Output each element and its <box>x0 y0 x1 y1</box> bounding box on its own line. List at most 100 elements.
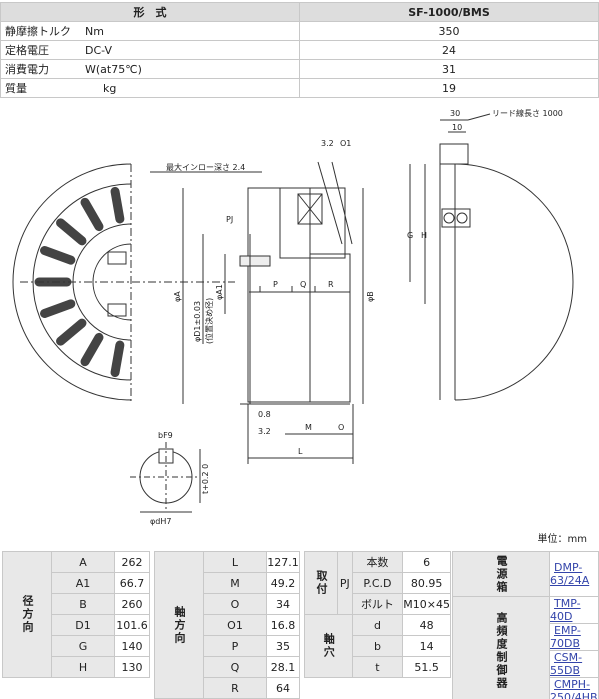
rear-view-arc <box>455 164 573 400</box>
dim-symbol: d <box>352 615 403 636</box>
dim-value: 127.1 <box>267 552 300 573</box>
dim-symbol: O1 <box>204 615 267 636</box>
label-d1: φD1±0.03 <box>193 301 202 342</box>
dim-symbol: 本数 <box>352 552 403 573</box>
spec-unit: DC-V <box>85 44 112 57</box>
label-pj: PJ <box>226 215 233 224</box>
dim-value: 260 <box>115 594 150 615</box>
mount-pj-label: PJ <box>338 552 353 615</box>
dim-symbol: P <box>204 636 267 657</box>
label-G: G <box>407 231 413 240</box>
controller-table: 電源箱 DMP-63/24A 高頻度制御器 TMP-40D EMP-70DB C… <box>452 551 599 699</box>
dim-value: 130 <box>115 657 150 678</box>
spec-name: 静摩擦トルク <box>5 23 85 39</box>
axial-title: 軸方向 <box>155 552 204 699</box>
dim-value: 16.8 <box>267 615 300 636</box>
hf-controller-title: 高頻度制御器 <box>453 597 550 699</box>
spec-unit: kg <box>85 82 116 95</box>
dim-value: 101.6 <box>115 615 150 636</box>
unit-label: 単位：mm <box>538 530 587 545</box>
front-view-slot <box>85 202 99 226</box>
dim-symbol: A1 <box>52 573 115 594</box>
dim-value: 66.7 <box>115 573 150 594</box>
spec-name: 質量 <box>5 80 85 96</box>
link-controller[interactable]: CSM-55DB <box>550 651 582 677</box>
dim-symbol: Q <box>204 657 267 678</box>
radial-title: 径方向 <box>3 552 52 678</box>
front-view-slot <box>115 191 120 219</box>
spec-unit: Nm <box>85 25 104 38</box>
link-controller[interactable]: CMPH-250/4HB <box>550 678 598 699</box>
front-view-slot <box>45 251 71 261</box>
dim-symbol: B <box>52 594 115 615</box>
dim-value: M10×45 <box>403 594 451 615</box>
label-bF9: bF9 <box>158 431 173 440</box>
dim-symbol: A <box>52 552 115 573</box>
dim-symbol: b <box>352 636 403 657</box>
dim-value: 14 <box>403 636 451 657</box>
front-view-slot <box>61 223 82 241</box>
label-dim-32a: 3.2 <box>321 139 334 148</box>
dim-symbol: t <box>352 657 403 678</box>
label-dim-08: 0.8 <box>258 410 271 419</box>
dim-value: 28.1 <box>267 657 300 678</box>
label-M: M <box>305 423 312 432</box>
power-box-title: 電源箱 <box>453 552 550 597</box>
dim-value: 51.5 <box>403 657 451 678</box>
label-O1: O1 <box>340 139 351 148</box>
front-view-slot <box>45 304 71 314</box>
spec-value: 24 <box>300 41 599 60</box>
shaft-hole-title: 軸穴 <box>305 615 353 678</box>
label-P: P <box>273 280 278 289</box>
dim-symbol: O <box>204 594 267 615</box>
dim-symbol: L <box>204 552 267 573</box>
label-t: t+0.2 0 <box>201 464 210 494</box>
label-O: O <box>338 423 344 432</box>
dim-value: 48 <box>403 615 451 636</box>
label-dim-10: 10 <box>452 123 462 132</box>
label-R: R <box>328 280 334 289</box>
dim-value: 34 <box>267 594 300 615</box>
dim-value: 262 <box>115 552 150 573</box>
front-view-slot <box>61 323 82 341</box>
dim-symbol: R <box>204 678 267 699</box>
dim-value: 49.2 <box>267 573 300 594</box>
dim-value: 140 <box>115 636 150 657</box>
label-phiA1: φA1 <box>215 284 224 300</box>
spec-header-row: 形 式 SF-1000/BMS <box>1 3 599 22</box>
dim-value: 64 <box>267 678 300 699</box>
spec-name: 定格電圧 <box>5 42 85 58</box>
dim-symbol: P.C.D <box>352 573 403 594</box>
spec-value: 19 <box>300 79 599 98</box>
dim-value: 35 <box>267 636 300 657</box>
label-L: L <box>298 447 303 456</box>
label-phiB: φB <box>366 291 375 302</box>
spec-header-value: SF-1000/BMS <box>300 3 599 22</box>
link-controller[interactable]: TMP-40D <box>550 597 581 623</box>
label-dim-30: 30 <box>450 109 460 118</box>
spec-unit: W(at75℃) <box>85 63 142 76</box>
dim-symbol: G <box>52 636 115 657</box>
label-dim-32b: 3.2 <box>258 427 271 436</box>
label-max-inro: 最大インロー深さ 2.4 <box>166 162 245 172</box>
front-view-slot <box>115 345 120 373</box>
dim-symbol: D1 <box>52 615 115 636</box>
mount-group-title: 取付 <box>305 552 338 615</box>
dim-value: 6 <box>403 552 451 573</box>
spec-value: 31 <box>300 60 599 79</box>
link-power-box[interactable]: DMP-63/24A <box>550 561 589 587</box>
dim-value: 80.95 <box>403 573 451 594</box>
dim-symbol: ボルト <box>352 594 403 615</box>
label-H: H <box>421 231 427 240</box>
link-controller[interactable]: EMP-70DB <box>550 624 581 650</box>
dim-symbol: H <box>52 657 115 678</box>
spec-header-label: 形 式 <box>1 3 300 22</box>
dim-symbol: M <box>204 573 267 594</box>
